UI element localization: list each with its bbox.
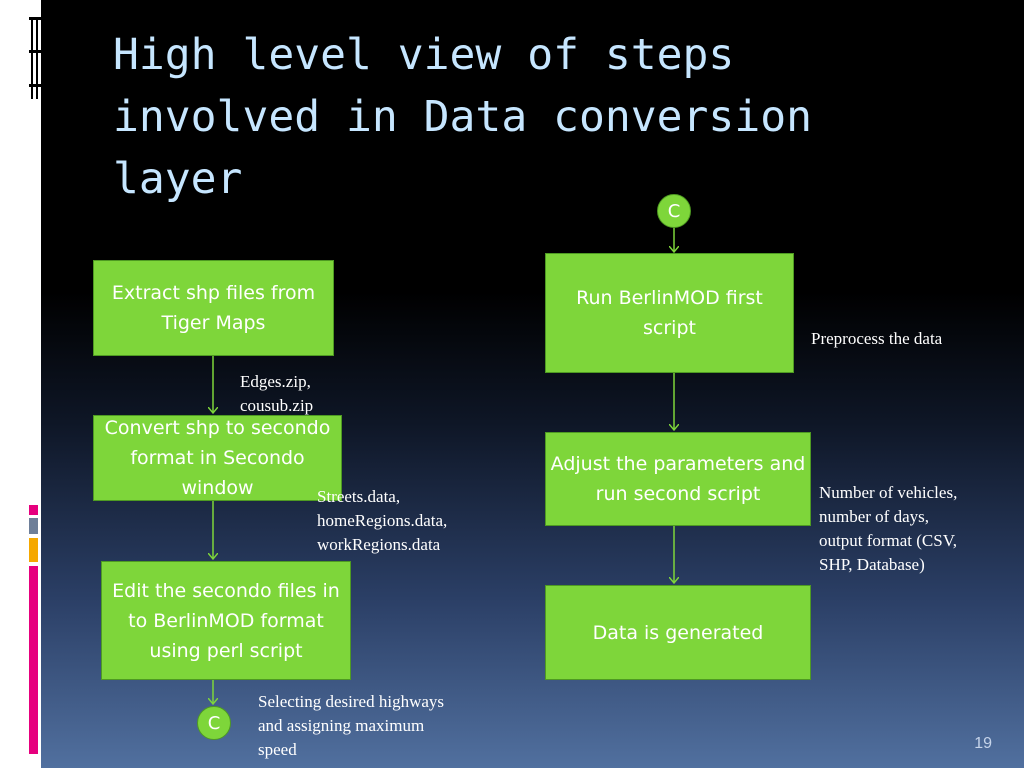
step-convert-shp: Convert shp to secondo format in Secondo… [93, 415, 342, 501]
strip-accent-grey [29, 518, 38, 534]
step-adjust-parameters-label: Adjust the parameters and run second scr… [550, 453, 806, 505]
step-edit-secondo: Edit the secondo files in to BerlinMOD f… [101, 561, 351, 680]
strip-line [31, 17, 33, 99]
strip-line [29, 50, 41, 53]
step-convert-shp-label: Convert shp to secondo format in Secondo… [104, 417, 331, 499]
step-extract-shp-label: Extract shp files from Tiger Maps [111, 282, 316, 334]
step-run-first-script: Run BerlinMOD first script [545, 253, 794, 373]
connector-c-top-label: C [667, 200, 681, 222]
connector-c-bottom-label: C [207, 712, 221, 734]
note-preprocess: Preprocess the data [811, 329, 943, 348]
step-edit-secondo-label: Edit the secondo files in to BerlinMOD f… [112, 579, 340, 662]
page-number: 19 [974, 735, 992, 752]
note-edges-files: Edges.zip, cousub.zip [240, 372, 314, 415]
strip-accent-orange [29, 538, 38, 562]
left-decorative-strip [0, 0, 41, 768]
step-extract-shp: Extract shp files from Tiger Maps [93, 260, 334, 356]
strip-accent-pink [29, 505, 38, 515]
strip-line [29, 17, 41, 20]
note-streets-files: Streets.data, homeRegions.data, workRegi… [317, 487, 448, 554]
strip-line [36, 17, 38, 99]
strip-accent-pink [29, 566, 38, 754]
strip-line [29, 84, 41, 87]
note-parameters: Number of vehicles, number of days, outp… [819, 483, 958, 574]
note-highways: Selecting desired highways and assigning… [258, 692, 445, 759]
step-run-first-script-label: Run BerlinMOD first script [576, 287, 763, 339]
step-adjust-parameters: Adjust the parameters and run second scr… [545, 432, 811, 526]
step-data-generated: Data is generated [545, 585, 811, 680]
step-data-generated-label: Data is generated [592, 621, 764, 644]
slide-title: High level view of steps involved in Dat… [113, 30, 812, 204]
connector-c-top: C [657, 194, 691, 228]
connector-c-bottom: C [197, 706, 231, 740]
